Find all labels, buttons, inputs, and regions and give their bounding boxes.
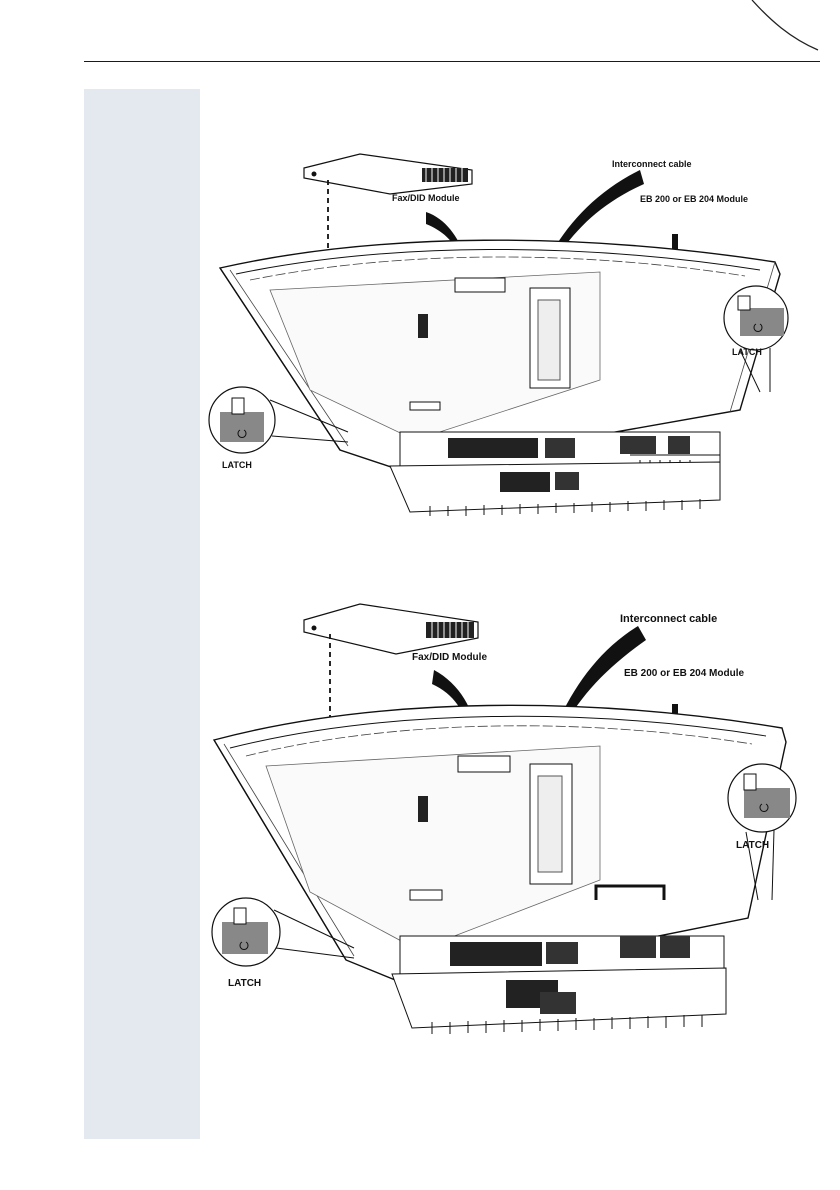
latch-label-right: LATCH (732, 347, 762, 357)
interconnect-cable-label: Interconnect cable (612, 159, 692, 169)
installation-figure-2: Interconnect cable Fax/DID Module EB 200… (200, 600, 820, 1070)
page-corner-mark (0, 0, 840, 60)
faxdid-module-label: Fax/DID Module (392, 193, 460, 203)
eb-module-label: EB 200 or EB 204 Module (624, 668, 744, 679)
latch-label-left: LATCH (222, 460, 252, 470)
side-margin-panel (84, 89, 200, 1139)
base-unit-tray (214, 705, 786, 1034)
faxdid-module-card (304, 154, 472, 194)
latch-label-left: LATCH (228, 978, 261, 989)
faxdid-module-label: Fax/DID Module (412, 652, 487, 663)
installation-diagram-2: Interconnect cable Fax/DID Module EB 200… (200, 600, 820, 1070)
base-unit-tray (220, 240, 780, 516)
interconnect-cable-label: Interconnect cable (620, 613, 717, 625)
eb-module-label: EB 200 or EB 204 Module (640, 194, 748, 204)
latch-label-right: LATCH (736, 840, 769, 851)
installation-diagram-1: Interconnect cable Fax/DID Module EB 200… (200, 150, 820, 530)
header-rule (84, 61, 820, 62)
installation-figure-1: Interconnect cable Fax/DID Module EB 200… (200, 150, 820, 530)
